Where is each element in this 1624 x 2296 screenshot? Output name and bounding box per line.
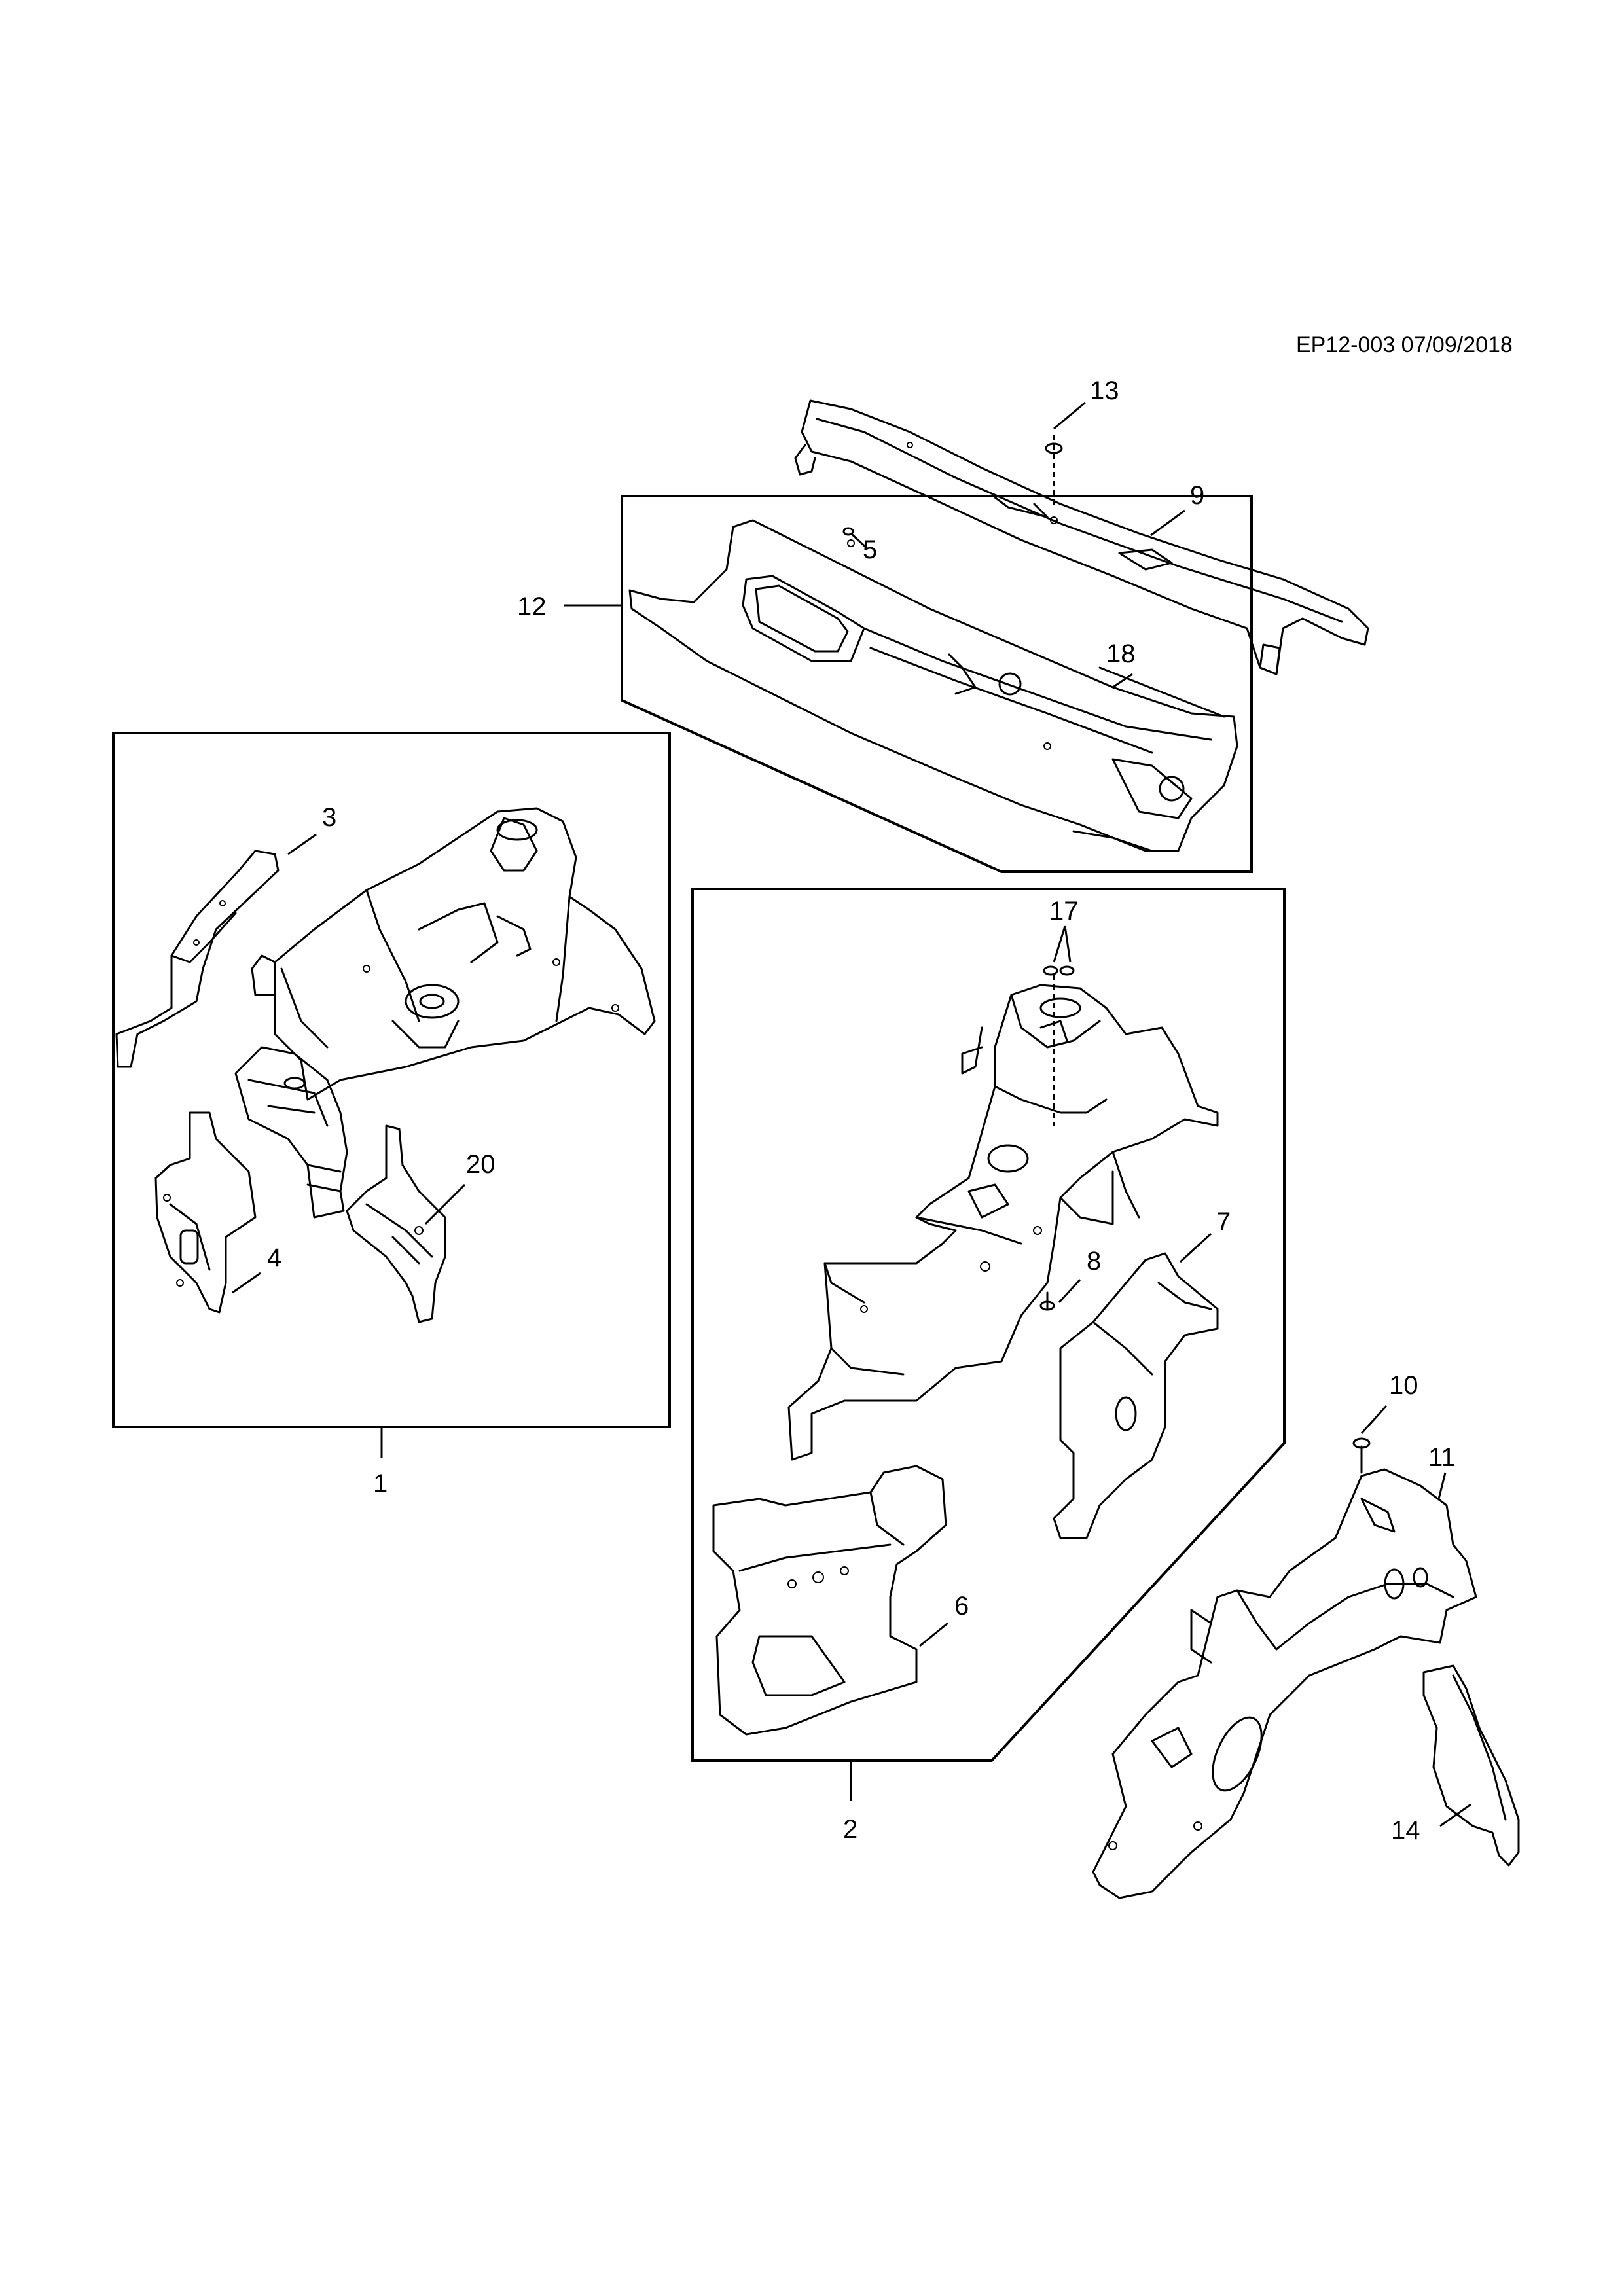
callout-4: 4 [267, 1244, 281, 1272]
callout-9: 9 [1190, 481, 1204, 510]
document-code: EP12-003 07/09/2018 [1296, 332, 1513, 357]
part-4-bracket [154, 1111, 257, 1314]
part-1-wheelhouse-assembly [251, 807, 656, 1101]
callout-3: 3 [322, 803, 336, 832]
part-17-nuts [1043, 965, 1075, 976]
leader-lines [232, 401, 1471, 1827]
part-8-bolt [1039, 1291, 1055, 1311]
part-12-cowl-lower [628, 519, 1238, 852]
callout-13: 14 [1391, 1816, 1420, 1845]
callout-14: 13 [1090, 376, 1119, 405]
part-2-rail-structure [787, 984, 1219, 1461]
part-1-frame-rail [234, 1046, 348, 1219]
callout-5: 5 [863, 535, 877, 564]
part-20-bracket [346, 1124, 446, 1323]
callout-17: 17 [1049, 897, 1079, 925]
part-10-wheelhouse-outer [1092, 1468, 1477, 1899]
callout-7: 7 [1216, 1208, 1231, 1236]
callout-12: 12 [517, 592, 547, 621]
callout-2: 2 [843, 1815, 857, 1844]
group-frame-12 [621, 495, 1253, 873]
callout-20: 20 [466, 1150, 496, 1179]
part-14-plug [1045, 442, 1063, 454]
callout-11: 10 [1389, 1371, 1418, 1400]
callout-6: 6 [954, 1592, 969, 1621]
callout-18: 18 [1106, 639, 1136, 668]
callout-8: 8 [1087, 1247, 1101, 1276]
part-6-panel [712, 1465, 947, 1736]
part-9-cowl-upper [794, 399, 1369, 675]
part-13-liner [1422, 1664, 1520, 1867]
callout-1: 1 [373, 1469, 388, 1498]
group-frame-2 [691, 888, 1286, 1762]
part-5-fastener [842, 527, 854, 536]
part-7-panel [1053, 1252, 1219, 1539]
callout-10: 11 [1428, 1443, 1456, 1472]
part-11-bolt [1352, 1437, 1371, 1474]
group-frame-1 [112, 732, 671, 1428]
part-3-bracket [115, 850, 280, 1068]
